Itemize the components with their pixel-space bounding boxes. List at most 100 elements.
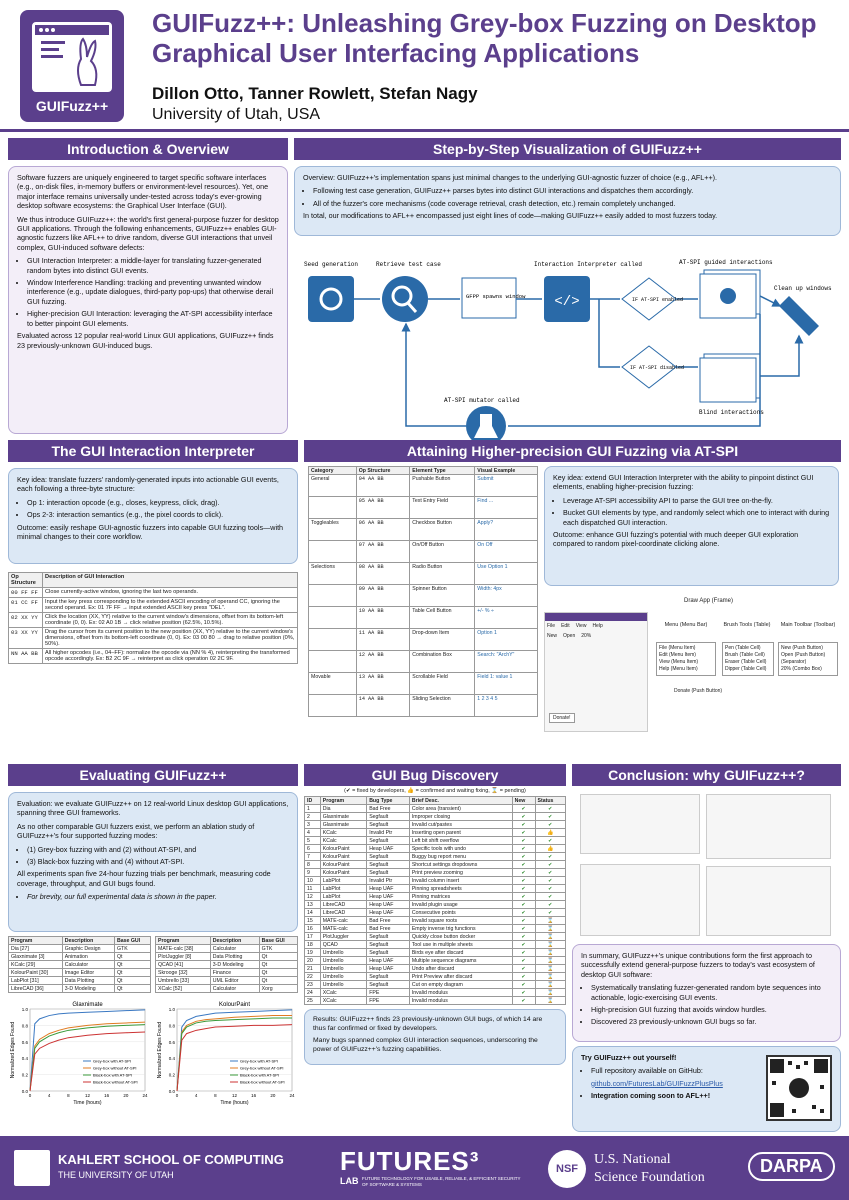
pipeline-diagram: </> Seed generation Retrieve test case G… — [304, 259, 832, 446]
interp-bullet: Op 1: interaction opcode (e.g., closes, … — [27, 498, 289, 507]
steps-total: In total, our modifications to AFL++ enc… — [303, 211, 718, 221]
intro-bullets: GUI Interaction Interpreter: a middle-la… — [27, 256, 279, 328]
intro-bullet: Higher-precision GUI Interaction: levera… — [27, 309, 279, 328]
col-op: Op Structure — [7, 572, 44, 588]
donate-button[interactable]: Donate! — [549, 713, 575, 723]
y-tick-label: 0.6 — [169, 1040, 176, 1045]
bugs-legend: (✔ = fixed by developers, 👍 = confirmed … — [344, 788, 526, 794]
bugs-results: Results: GUIFuzz++ finds 23 previously-u… — [304, 1009, 566, 1066]
label-cleanup: Clean up windows — [774, 285, 832, 292]
intro-box: Software fuzzers are uniquely engineered… — [8, 166, 288, 434]
x-tick-label: 20 — [123, 1093, 129, 1098]
broom-icon — [779, 296, 819, 336]
x-tick-label: 16 — [251, 1093, 257, 1098]
x-axis-label: Time (hours) — [220, 1100, 248, 1106]
eval-heading: Evaluating GUIFuzz++ — [8, 764, 298, 786]
interp-section: The GUI Interaction Interpreter Key idea… — [7, 440, 298, 760]
label-guided: AT-SPI guided interactions — [679, 259, 773, 266]
atspi-bullet: Bucket GUI elements by type, and randoml… — [563, 508, 830, 527]
chart-title: KolourPaint — [219, 1002, 250, 1008]
label-retrieve: Retrieve test case — [376, 261, 441, 268]
steps-section: Step-by-Step Visualization of GUIFuzz++ … — [294, 138, 841, 446]
steps-overview: Overview: GUIFuzz++'s implementation spa… — [303, 173, 718, 182]
utah-u-logo — [14, 1150, 50, 1186]
legend-label: Grey-box without AT-SPI — [240, 1066, 284, 1071]
atspi-heading: Attaining Higher-precision GUI Fuzzing v… — [304, 440, 841, 462]
x-tick-label: 20 — [270, 1093, 276, 1098]
y-tick-label: 0.2 — [22, 1073, 29, 1078]
x-tick-label: 0 — [176, 1093, 179, 1098]
intro-p3: Evaluated across 12 popular real-world L… — [17, 331, 274, 350]
atspi-box: Key idea: extend GUI Interaction Interpr… — [544, 466, 839, 586]
gear-icon — [308, 276, 354, 322]
x-tick-label: 4 — [195, 1093, 198, 1098]
legend-label: Black-box with AT-SPI — [240, 1073, 279, 1078]
search-icon — [382, 276, 428, 322]
y-axis-label: Normalized Edges Found — [157, 1022, 163, 1079]
x-tick-label: 12 — [85, 1093, 91, 1098]
y-tick-label: 0.6 — [22, 1040, 29, 1045]
label-disabled: IF AT-SPI disabled — [630, 365, 684, 371]
series-line — [176, 1009, 293, 1092]
steps-bullet: All of the fuzzer's core mechanisms (cod… — [313, 199, 832, 208]
y-tick-label: 0.4 — [22, 1056, 29, 1061]
concl-box: In summary, GUIFuzz++'s unique contribut… — [572, 944, 841, 1042]
intro-section: Introduction & Overview Software fuzzers… — [8, 138, 288, 436]
x-tick-label: 16 — [104, 1093, 110, 1098]
code-icon — [544, 276, 590, 322]
bugs-section: GUI Bug Discovery (✔ = fixed by develope… — [304, 764, 567, 1134]
poster-affiliation: University of Utah, USA — [152, 106, 321, 123]
y-tick-label: 0.2 — [169, 1073, 176, 1078]
label-blind: Blind interactions — [699, 409, 764, 416]
intro-p1: Software fuzzers are uniquely engineered… — [17, 173, 269, 211]
poster-header: GUIFuzz++ GUIFuzz++: Unleashing Grey-box… — [0, 0, 849, 132]
interp-box: Key idea: translate fuzzers' randomly-ge… — [8, 468, 298, 564]
svg-text:</>: </> — [554, 294, 579, 310]
screenshot-collage — [572, 790, 841, 940]
chart-title: Glaxnimate — [72, 1002, 103, 1008]
repo-link[interactable]: github.com/FuturesLab/GUIFuzzPlusPlus — [591, 1078, 723, 1088]
y-tick-label: 0.0 — [22, 1089, 29, 1094]
series-line — [29, 1024, 146, 1092]
try-box: Try GUIFuzz++ out yourself! Full reposit… — [572, 1046, 841, 1132]
window-icon — [461, 277, 517, 319]
col-desc: Description of GUI Interaction — [42, 572, 298, 588]
atspi-bullet: Leverage AT-SPI accessibility API to par… — [563, 496, 830, 505]
label-seed: Seed generation — [304, 261, 358, 268]
guifuzz-logo: GUIFuzz++ — [20, 10, 124, 122]
eval-box: Evaluation: we evaluate GUIFuzz++ on 12 … — [8, 792, 298, 932]
qr-code — [766, 1055, 832, 1121]
series-line — [176, 1017, 292, 1092]
concl-heading: Conclusion: why GUIFuzz++? — [572, 764, 841, 786]
window-icon — [32, 22, 112, 92]
poster-title: GUIFuzz++: Unleashing Grey-box Fuzzing o… — [152, 8, 817, 68]
intro-heading: Introduction & Overview — [8, 138, 288, 160]
interp-key: Key idea: translate fuzzers' randomly-ge… — [17, 475, 279, 494]
